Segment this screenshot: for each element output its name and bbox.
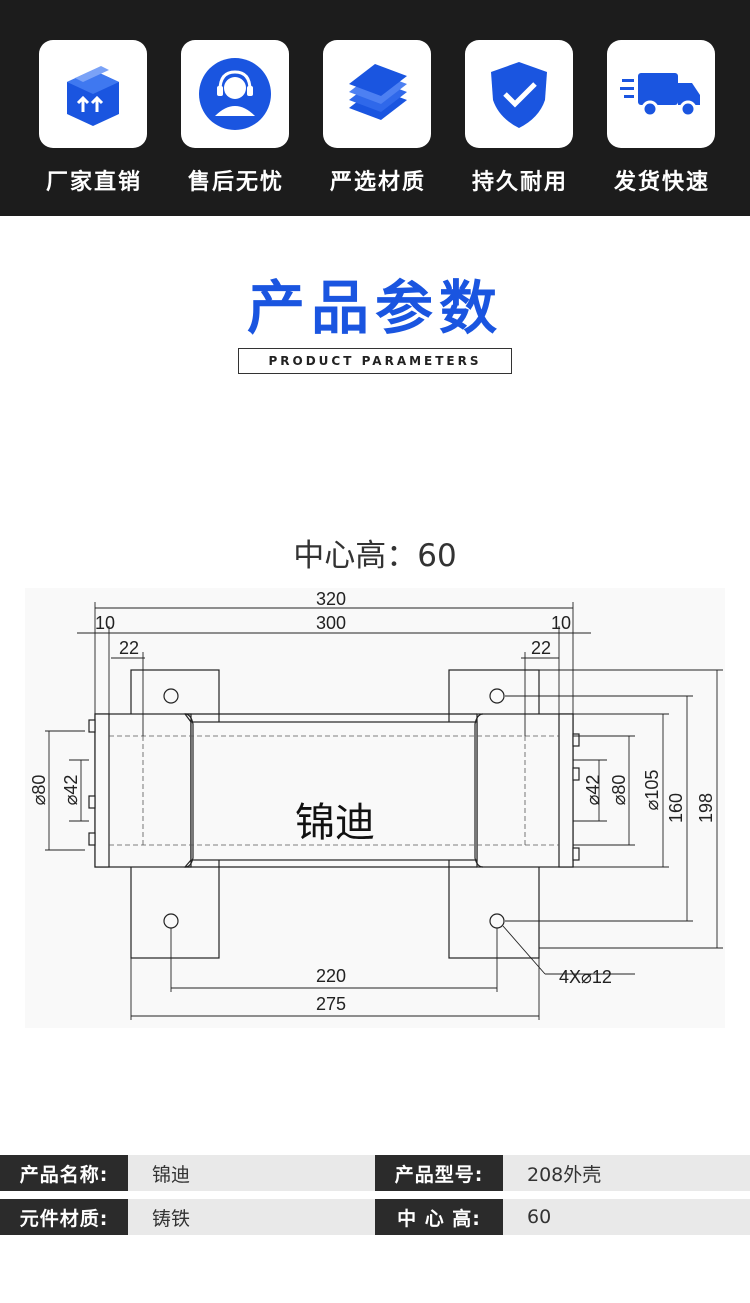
spec-value-model: 208外壳 xyxy=(503,1155,750,1191)
feature-factory-direct: 厂家直销 xyxy=(39,40,149,195)
dim-bore-left-inner: ⌀42 xyxy=(61,775,81,806)
mount-hole xyxy=(163,688,179,704)
technical-drawing: 320 300 10 10 22 22 ⌀80 ⌀42 ⌀42 ⌀80 ⌀105… xyxy=(25,588,725,1028)
package-box-icon xyxy=(39,40,147,148)
dim-bore-right-inner: ⌀42 xyxy=(583,775,603,806)
left-end-cap xyxy=(94,713,110,868)
mount-hole xyxy=(163,913,179,929)
spec-row: 元件材质: 铸铁 中 心 高: 60 xyxy=(0,1199,750,1235)
mount-hole xyxy=(489,688,505,704)
dim-flange-right: 10 xyxy=(551,613,571,633)
feature-fast-delivery: 发货快速 xyxy=(607,40,717,195)
spec-value-center-height: 60 xyxy=(503,1199,750,1235)
spec-value-product-name: 锦迪 xyxy=(128,1155,375,1191)
dim-body-length: 300 xyxy=(316,613,346,633)
feature-bar: 厂家直销 售后无忧 严选材质 xyxy=(0,0,750,216)
delivery-truck-icon xyxy=(607,40,715,148)
dim-body-dia: ⌀105 xyxy=(642,770,662,811)
spec-key-center-height: 中 心 高: xyxy=(375,1199,503,1235)
drawing-svg: 320 300 10 10 22 22 ⌀80 ⌀42 ⌀42 ⌀80 ⌀105… xyxy=(29,589,723,1020)
brand-mark: 锦迪 xyxy=(295,800,375,846)
feature-after-sales: 售后无忧 xyxy=(181,40,291,195)
feature-label: 持久耐用 xyxy=(471,170,568,195)
section-subtitle: PRODUCT PARAMETERS xyxy=(238,348,512,374)
feature-label: 严选材质 xyxy=(329,170,426,195)
dim-mount-holes: 4X⌀12 xyxy=(559,967,612,987)
mount-hole xyxy=(489,913,505,929)
spec-row: 产品名称: 锦迪 产品型号: 208外壳 xyxy=(0,1155,750,1191)
section-header: 产品参数 PRODUCT PARAMETERS xyxy=(0,272,750,374)
dim-step-left: 22 xyxy=(119,638,139,658)
spec-key-product-name: 产品名称: xyxy=(0,1155,128,1191)
dim-bore-left-outer: ⌀80 xyxy=(29,775,49,806)
customer-service-icon xyxy=(181,40,289,148)
feature-label: 发货快速 xyxy=(613,170,710,195)
dim-hole-spacing-v: 160 xyxy=(666,793,686,823)
spec-value-material: 铸铁 xyxy=(128,1199,375,1235)
right-end-cap xyxy=(558,713,574,868)
dim-step-right: 22 xyxy=(531,638,551,658)
feature-label: 售后无忧 xyxy=(187,170,284,195)
dim-base-width: 275 xyxy=(316,994,346,1014)
shield-check-icon xyxy=(465,40,573,148)
feature-label: 厂家直销 xyxy=(45,170,142,195)
spec-key-material: 元件材质: xyxy=(0,1199,128,1235)
center-height-label: 中心高：60 xyxy=(293,538,457,574)
feature-selected-material: 严选材质 xyxy=(323,40,433,195)
dim-overall-length: 320 xyxy=(316,589,346,609)
housing-cylinder xyxy=(190,721,478,861)
dim-bore-right-outer: ⌀80 xyxy=(609,775,629,806)
dim-flange-left: 10 xyxy=(95,613,115,633)
material-sheets-icon xyxy=(323,40,431,148)
section-title: 产品参数 xyxy=(246,274,503,342)
spec-key-model: 产品型号: xyxy=(375,1155,503,1191)
dim-hole-spacing-h: 220 xyxy=(316,966,346,986)
feature-durable: 持久耐用 xyxy=(465,40,575,195)
dim-base-height: 198 xyxy=(696,793,716,823)
